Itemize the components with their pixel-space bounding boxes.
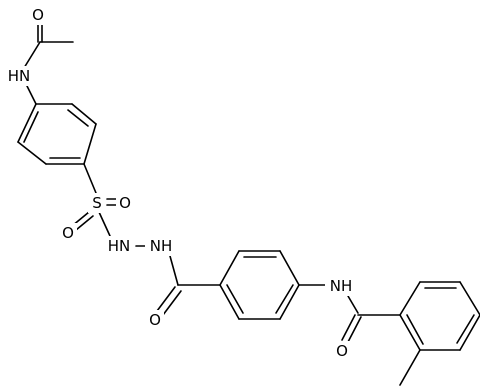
bond-line xyxy=(156,286,176,312)
bond-line xyxy=(219,284,240,320)
atom-label-o1: O xyxy=(32,6,44,24)
bond-line xyxy=(456,314,475,344)
atom-label-o2: O xyxy=(119,194,131,212)
atom-label-o5: O xyxy=(336,342,348,360)
bond-line xyxy=(98,211,111,237)
atom-n3: NH xyxy=(145,236,177,256)
bond-line xyxy=(219,250,240,286)
bond-line xyxy=(406,314,424,345)
bond-line xyxy=(23,111,39,143)
bond-line xyxy=(67,109,89,127)
atom-n1: HN xyxy=(3,66,35,86)
bond-line xyxy=(75,215,94,231)
bond-line xyxy=(399,349,421,386)
bond-line xyxy=(347,295,359,314)
bond-line xyxy=(25,83,37,105)
atom-label-n3: NH xyxy=(150,237,173,255)
bond-line xyxy=(275,284,294,314)
atom-n4: NH xyxy=(325,276,357,296)
bond-line xyxy=(399,281,421,316)
bond-line xyxy=(459,314,480,351)
bond-line xyxy=(23,41,41,69)
atom-label-o4: O xyxy=(149,311,161,329)
atom-o2: O xyxy=(116,193,134,213)
bond-line xyxy=(341,314,356,341)
atom-label-n4: NH xyxy=(330,277,353,295)
atom-label-n2: HN xyxy=(108,237,131,255)
bond-line xyxy=(83,163,97,194)
atom-label-n1: HN xyxy=(8,67,31,85)
atom-o1: O xyxy=(29,5,47,25)
bond-line xyxy=(279,250,300,286)
bond-line xyxy=(83,123,97,165)
atom-label-o3: O xyxy=(62,224,74,242)
bond-line xyxy=(162,290,182,316)
bond-line xyxy=(169,255,179,286)
atom-n2: HN xyxy=(103,236,135,256)
bond-line xyxy=(459,281,480,316)
bond-line xyxy=(71,103,97,125)
atom-label-s1: S xyxy=(92,194,102,212)
bond-line xyxy=(17,141,47,165)
atom-s1: S xyxy=(88,193,106,213)
bond-line xyxy=(226,284,244,314)
bond-line xyxy=(399,314,421,351)
atom-o4: O xyxy=(146,310,164,330)
atom-o5: O xyxy=(333,341,351,361)
bond-line xyxy=(347,316,362,343)
bond-line xyxy=(17,103,37,143)
bond-layer xyxy=(17,21,480,386)
bond-line xyxy=(279,284,300,320)
atom-o3: O xyxy=(59,223,77,243)
atom-label-layer: O HN S O O HN xyxy=(3,5,357,361)
